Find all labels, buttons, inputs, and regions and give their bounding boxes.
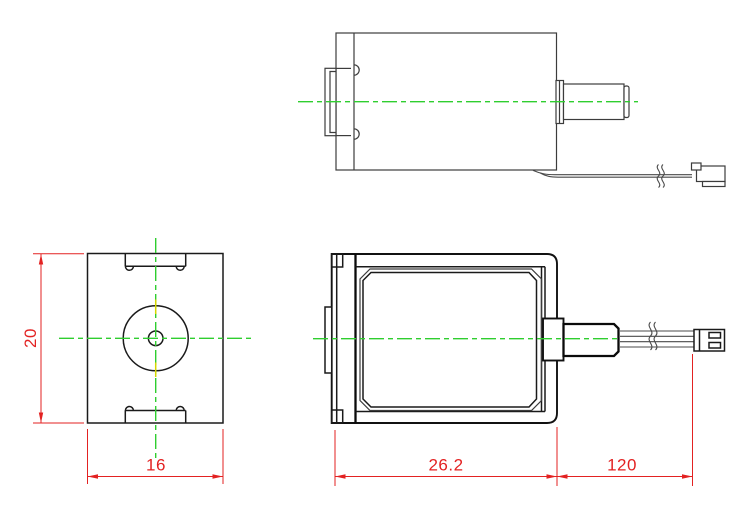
wire-break-mark bbox=[656, 164, 661, 188]
front-notch-relief-hole bbox=[124, 266, 135, 272]
side-view-fold-step-top bbox=[330, 253, 344, 268]
dim-arrow-right bbox=[682, 474, 693, 479]
connector-pin-slot bbox=[708, 331, 722, 339]
dim-arrow-right bbox=[546, 474, 557, 479]
dim-label-lead-length: 120 bbox=[607, 456, 637, 475]
dim-arrow-right bbox=[212, 474, 223, 479]
top-view-punch-relief-bottom bbox=[353, 128, 360, 140]
side-view-plunger-shaft bbox=[562, 322, 620, 358]
dim-arrow-down bbox=[38, 412, 44, 423]
wire-break-mark bbox=[648, 321, 653, 351]
top-view-punch-relief-top bbox=[353, 64, 360, 76]
dim-label-front-width: 16 bbox=[146, 456, 166, 475]
side-view-mounting-tab bbox=[324, 306, 333, 374]
lead-wire-lower bbox=[539, 172, 692, 178]
side-view-fold-step-bottom bbox=[330, 409, 344, 424]
wire-break-mark bbox=[661, 164, 665, 188]
connector-pin-slot bbox=[708, 341, 722, 349]
dim-arrow-up bbox=[38, 254, 44, 265]
front-notch-relief-hole bbox=[175, 266, 185, 272]
top-view bbox=[298, 32, 726, 188]
dim-label-body-length: 26.2 bbox=[428, 456, 463, 475]
dim-label-front-height: 20 bbox=[21, 328, 40, 348]
connector-base-step bbox=[701, 180, 726, 188]
front-notch-relief-hole bbox=[124, 405, 135, 411]
lead-wire-upper bbox=[532, 169, 692, 176]
front-notch-relief-hole bbox=[175, 405, 185, 411]
dim-arrow-left bbox=[87, 474, 98, 479]
dim-arrow-left bbox=[335, 474, 346, 479]
side-view bbox=[313, 253, 726, 424]
coil-hatched-section bbox=[362, 271, 538, 408]
dim-arrow-left bbox=[557, 474, 568, 479]
connector-latch-tab bbox=[690, 162, 702, 171]
dimension-annotations: 20 16 26.2 120 bbox=[21, 253, 693, 486]
side-view-plunger-flange bbox=[542, 317, 565, 362]
wire-break-mark bbox=[653, 321, 658, 351]
bobbin-outline bbox=[359, 268, 543, 412]
front-view bbox=[59, 238, 251, 459]
